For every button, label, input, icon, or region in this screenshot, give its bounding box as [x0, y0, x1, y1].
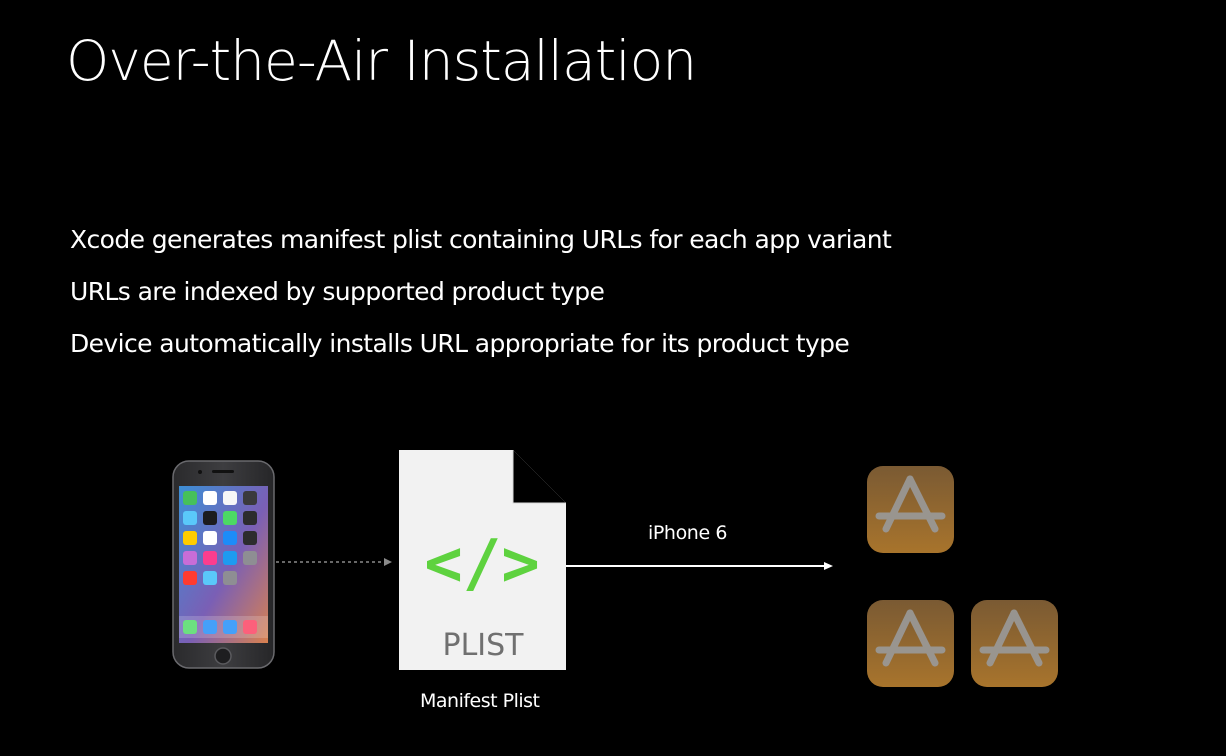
slide-title: Over-the-Air Installation — [66, 29, 697, 93]
arrow-label: iPhone 6 — [648, 522, 728, 544]
app-store-icon — [971, 600, 1058, 687]
plist-caption: Manifest Plist — [420, 690, 540, 712]
app-grid — [183, 491, 257, 634]
bullet-item: Device automatically installs URL approp… — [70, 329, 850, 358]
bullet-item: Xcode generates manifest plist containin… — [70, 225, 892, 254]
plist-text: PLIST — [442, 628, 524, 663]
app-store-icon — [867, 466, 954, 553]
app-store-icon — [867, 600, 954, 687]
code-glyph: </> — [424, 527, 540, 601]
bullet-item: URLs are indexed by supported product ty… — [70, 277, 605, 306]
plist-document-icon: </> PLIST — [399, 450, 566, 670]
bullet-list: Xcode generates manifest plist containin… — [70, 214, 892, 370]
solid-arrow — [566, 562, 833, 570]
dashed-arrow — [276, 558, 392, 566]
iphone-icon — [172, 460, 275, 669]
